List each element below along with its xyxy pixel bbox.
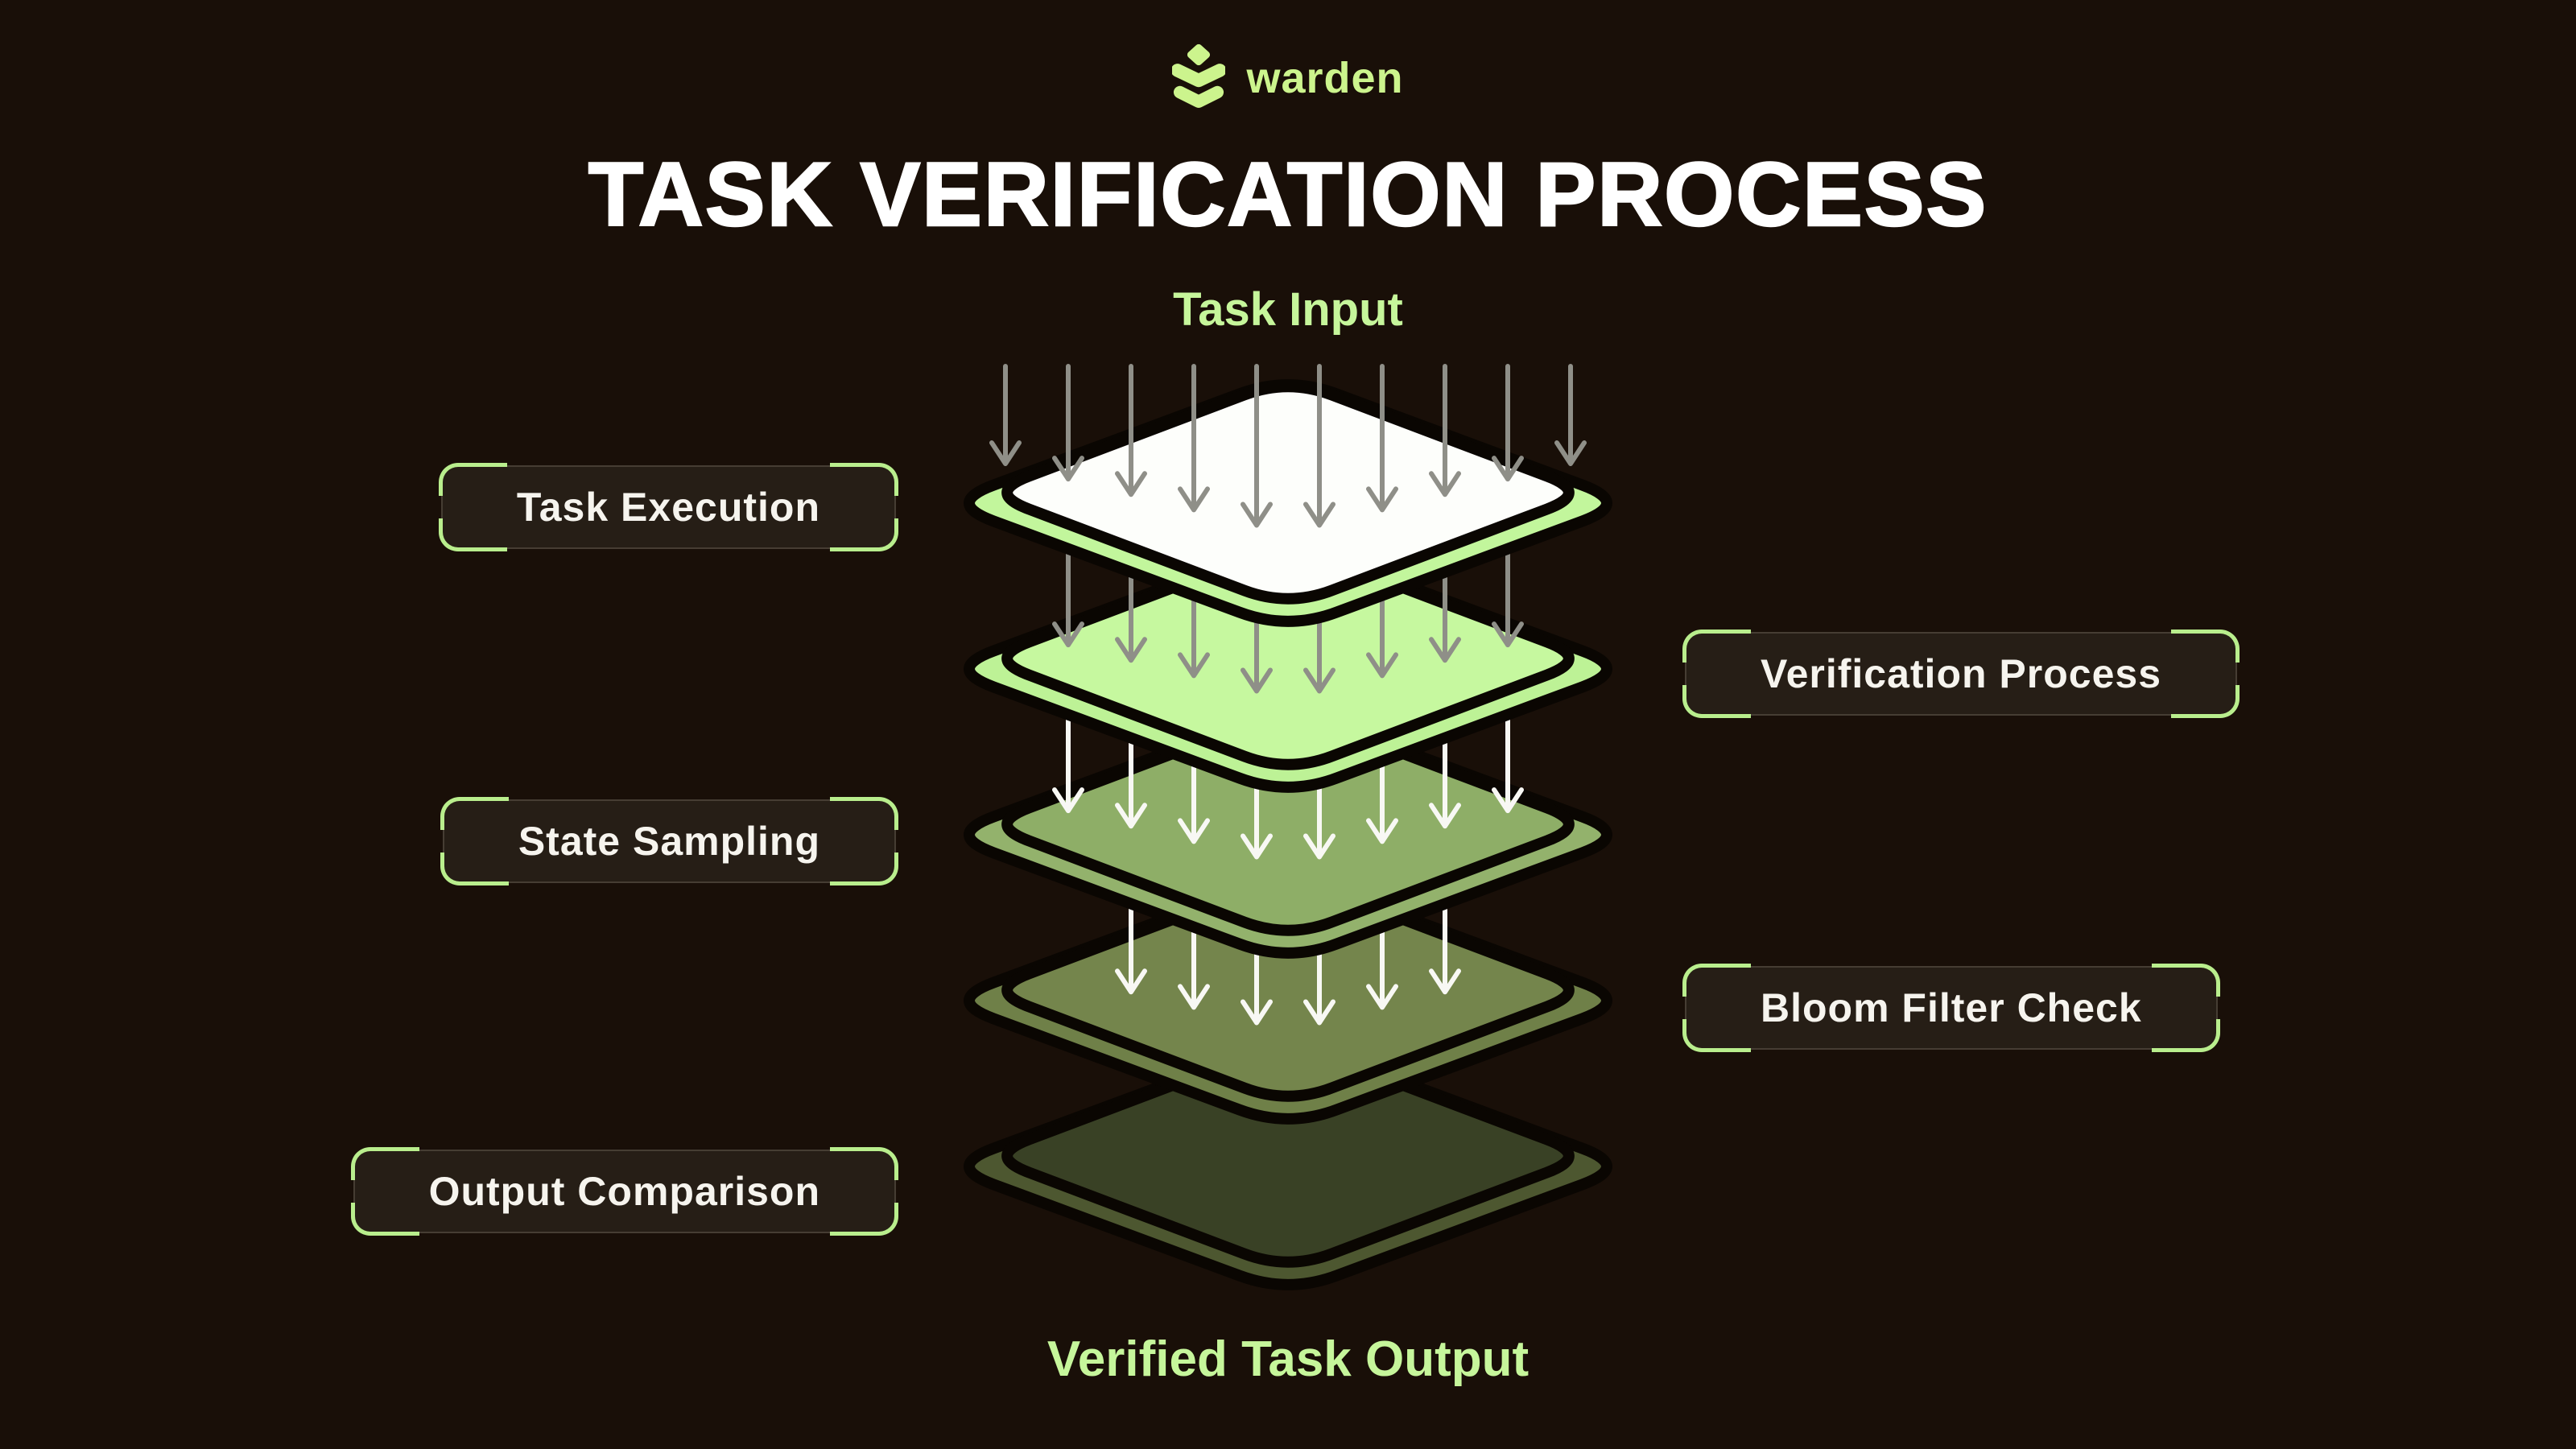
warden-logo: warden [0, 42, 2576, 119]
callout-label: Bloom Filter Check [1761, 985, 2142, 1030]
bracket-corner-icon [1682, 1019, 1751, 1052]
bracket-corner-icon [830, 1147, 898, 1180]
arrow-group-0 [989, 364, 1587, 528]
down-arrow-icon [1429, 364, 1461, 497]
down-arrow-icon [1052, 364, 1084, 482]
bracket-corner-icon [440, 797, 509, 830]
callout-label: State Sampling [518, 819, 820, 864]
bracket-corner-icon [1682, 685, 1751, 718]
layer-plate-0 [964, 379, 1612, 627]
bracket-corner-icon [830, 852, 898, 886]
page-title: TASK VERIFICATION PROCESS [588, 144, 1988, 245]
bracket-corner-icon [2171, 685, 2240, 718]
down-arrow-icon [1303, 364, 1335, 528]
bracket-corner-icon [2151, 1019, 2220, 1052]
bracket-corner-icon [2151, 964, 2220, 997]
bracket-corner-icon [830, 463, 898, 496]
callout-label: Task Execution [516, 485, 820, 530]
down-arrow-icon [989, 364, 1022, 467]
callout-output-comparison: Output Comparison [350, 1147, 898, 1236]
down-arrow-icon [1554, 364, 1587, 467]
callout-label: Verification Process [1761, 651, 2162, 696]
callout-bloom-filter-check: Bloom Filter Check [1682, 964, 2220, 1052]
bracket-corner-icon [830, 518, 898, 551]
callout-verification-process: Verification Process [1682, 630, 2240, 718]
down-arrow-icon [1492, 364, 1524, 482]
down-arrow-icon [1366, 364, 1398, 513]
callout-label: Output Comparison [428, 1169, 820, 1214]
bracket-corner-icon [440, 852, 509, 886]
bracket-corner-icon [438, 518, 507, 551]
down-arrow-icon [1115, 364, 1147, 497]
bracket-corner-icon [830, 797, 898, 830]
callout-task-execution: Task Execution [438, 463, 898, 551]
bracket-corner-icon [350, 1147, 419, 1180]
bracket-corner-icon [438, 463, 507, 496]
down-arrow-icon [1178, 364, 1210, 513]
verified-task-output-label: Verified Task Output [1046, 1331, 1530, 1387]
task-input-label: Task Input [1173, 283, 1403, 336]
bracket-corner-icon [2171, 630, 2240, 663]
callout-state-sampling: State Sampling [440, 797, 898, 886]
warden-layers-icon [1172, 43, 1226, 108]
brand-name: warden [1246, 54, 1404, 102]
down-arrow-icon [1241, 364, 1273, 528]
bracket-corner-icon [1682, 630, 1751, 663]
bracket-corner-icon [350, 1203, 419, 1236]
bracket-corner-icon [1682, 964, 1751, 997]
bracket-corner-icon [830, 1203, 898, 1236]
